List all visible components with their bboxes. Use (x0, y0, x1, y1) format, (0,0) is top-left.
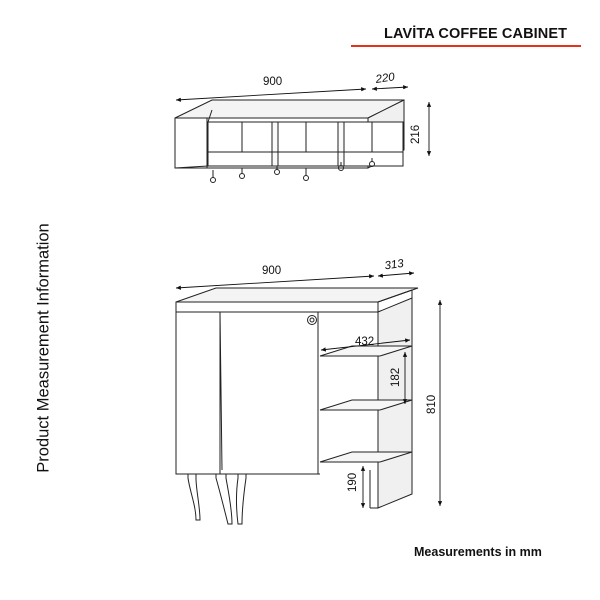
cabinet-dimensions (175, 271, 443, 508)
wall-shelf-drawing (174, 99, 405, 183)
wall-shelf-dimensions (175, 85, 432, 156)
wall-shelf-height-label: 216 (410, 125, 422, 144)
product-title: LAVİTA COFFEE CABINET (384, 26, 568, 42)
cabinet-depth-label: 313 (384, 258, 405, 273)
measurements-note: Measurements in mm (414, 545, 542, 559)
cabinet-legs (187, 473, 247, 525)
wall-shelf-depth-label: 220 (374, 71, 396, 86)
cabinet-height-label: 810 (426, 395, 438, 414)
shelf-spacing-label: 182 (390, 368, 402, 387)
cabinet-width-label: 900 (262, 265, 281, 277)
title-underline (351, 45, 581, 47)
shelf-width-label: 432 (355, 336, 374, 348)
leg-height-label: 190 (347, 473, 359, 492)
wall-shelf-width-label: 900 (263, 76, 282, 88)
cabinet-drawing (175, 287, 419, 525)
hook-icons (210, 158, 375, 183)
